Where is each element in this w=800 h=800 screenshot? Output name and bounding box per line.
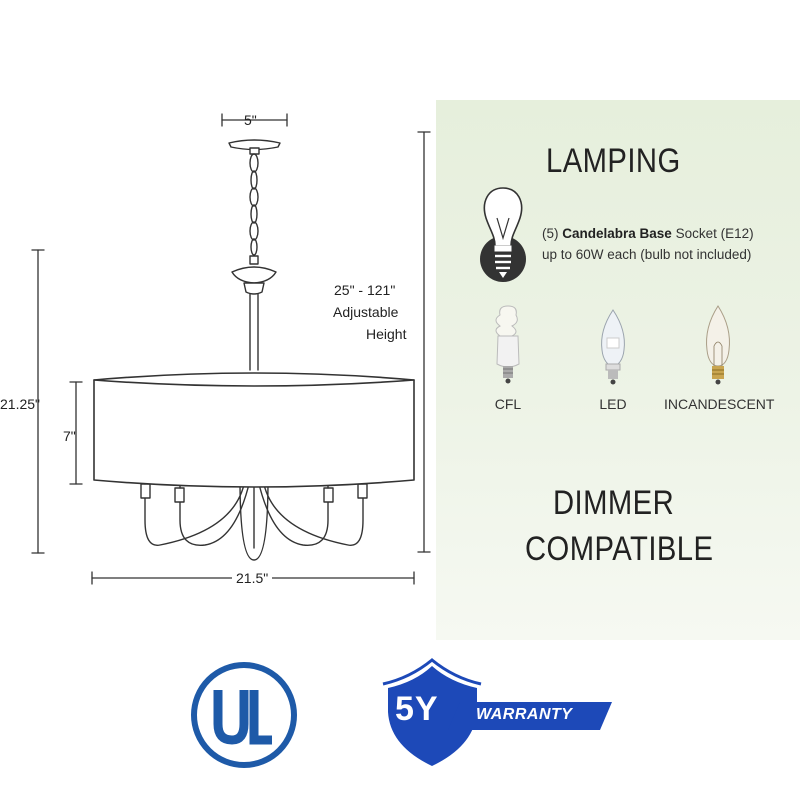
bulb-label-incandescent: INCANDESCENT [664,396,775,412]
ul-registered-mark: ® [226,736,234,747]
canopy-width-dimension [221,113,288,127]
cfl-bulb-icon [495,305,520,384]
chain [249,153,259,256]
socket-spec: (5) Candelabra Base Socket (E12) [542,226,754,241]
warranty-years: 5Y [395,690,439,728]
canopy [228,139,281,151]
shade-height-dimension [69,381,83,485]
adjustable-height-dimension [417,131,431,553]
dimmer-line2: COMPATIBLE [525,530,714,568]
adjustable-height-label: 25" - 121" [334,282,396,298]
candle-arms [140,477,368,561]
overall-height-label: 21.25" [0,396,41,412]
drum-shade [93,372,415,488]
bulb-label-led: LED [599,396,627,412]
adjustable-word: Adjustable [333,304,399,320]
warranty-word: WARRANTY [476,706,573,723]
incandescent-bulb-icon [706,305,730,385]
ul-certification-logo [191,662,297,768]
dimmer-line1: DIMMER [553,484,675,522]
warranty-badge [382,658,612,766]
shade-height-label: 7" [63,428,76,444]
hanging-loop [231,266,277,284]
candelabra-socket-icon [480,187,526,282]
socket-size: Socket (E12) [675,226,754,241]
overall-width-label: 21.5" [232,570,273,586]
socket-count: (5) [542,226,559,241]
wattage-spec: up to 60W each (bulb not included) [542,247,752,262]
canopy-width-label: 5" [244,112,257,128]
lamping-title: LAMPING [546,142,681,180]
height-word: Height [366,326,407,342]
led-bulb-icon [601,309,625,385]
bulb-label-cfl: CFL [494,396,522,412]
socket-type: Candelabra Base [562,226,672,241]
overall-height-dimension [31,249,45,554]
